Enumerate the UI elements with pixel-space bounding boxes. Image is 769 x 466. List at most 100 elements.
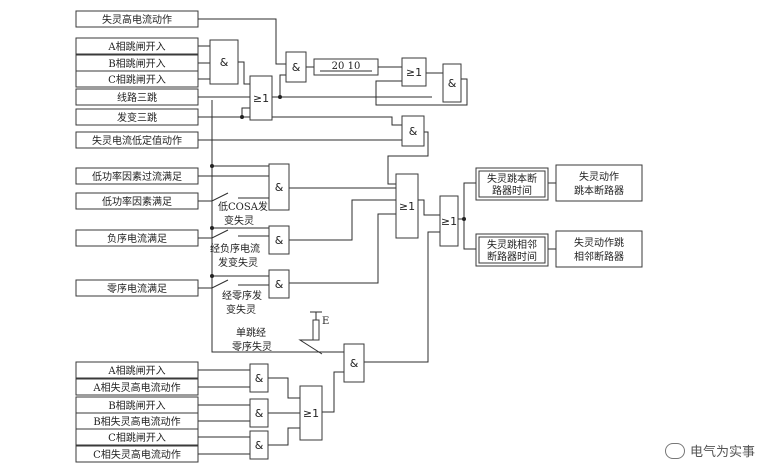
output-trip-own: 失灵动作 跳本断路器 [555, 164, 643, 202]
svg-text:&: & [255, 372, 264, 385]
svg-text:发变三跳: 发变三跳 [117, 111, 157, 124]
svg-text:&: & [255, 407, 264, 420]
svg-text:A相失灵高电流动作: A相失灵高电流动作 [92, 381, 180, 394]
input-lose-low-current: 失灵电流低定值动作 [75, 131, 199, 149]
svg-text:低功率因素过流满足: 低功率因素过流满足 [92, 170, 182, 183]
watermark-text: 电气为实事 [689, 445, 755, 460]
output-boxes: 失灵动作 跳本断路器 失灵动作跳 相邻断路器 [555, 164, 643, 268]
and-gate-neg-seq: & [268, 225, 290, 255]
svg-text:失灵电流低定值动作: 失灵电流低定值动作 [92, 134, 182, 147]
svg-text:失灵动作跳: 失灵动作跳 [574, 236, 624, 249]
switch-label-low-cos-1: 低COSA发 [218, 200, 268, 213]
or-gate-out: ≥1 [439, 195, 459, 247]
svg-text:B相失灵高电流动作: B相失灵高电流动作 [93, 415, 180, 428]
svg-text:&: & [275, 234, 284, 247]
svg-text:低功率因素满足: 低功率因素满足 [102, 195, 172, 208]
or-gate-big: ≥1 [395, 173, 419, 239]
or-gate-2: ≥1 [401, 57, 427, 87]
switch-label-zero-seq-1: 经零序发 [222, 289, 262, 302]
svg-text:失灵高电流动作: 失灵高电流动作 [102, 13, 172, 26]
input-zero-seq: 零序电流满足 [75, 279, 199, 297]
svg-text:&: & [448, 77, 457, 90]
svg-text:≥1: ≥1 [303, 407, 319, 420]
input-c-trip-2: C相跳闸开入 [75, 428, 199, 446]
input-low-pf-current: 低功率因素过流满足 [75, 167, 199, 185]
svg-text:20 10: 20 10 [332, 61, 361, 72]
delay-adjacent-breaker: 失灵跳相邻 断路器时间 [475, 233, 549, 267]
svg-text:&: & [275, 278, 284, 291]
svg-text:≥1: ≥1 [399, 200, 415, 213]
svg-text:&: & [292, 61, 301, 74]
timer-block: 20 10 [313, 58, 379, 76]
input-low-pf: 低功率因素满足 [75, 192, 199, 210]
wires [198, 18, 556, 455]
switch-labels: 低COSA发 变失灵 经负序电流 发变失灵 经零序发 变失灵 单跳经 零序失灵 [210, 200, 272, 353]
svg-text:跳本断路器: 跳本断路器 [574, 184, 624, 197]
wechat-icon [664, 442, 685, 459]
switch-label-zero-seq-2: 变失灵 [226, 303, 256, 316]
switch-label-low-cos-2: 变失灵 [224, 214, 254, 227]
or-gate-abc: ≥1 [299, 385, 323, 441]
svg-text:&: & [255, 439, 264, 452]
input-b-trip-2: B相跳闸开入 [75, 396, 199, 414]
or-gate-1: ≥1 [249, 75, 273, 121]
svg-text:相邻断路器: 相邻断路器 [574, 250, 624, 263]
and-gate-b: & [249, 398, 269, 428]
watermark: 电气为实事 [664, 441, 755, 460]
svg-text:&: & [350, 357, 359, 370]
and-gate-c: & [249, 430, 269, 460]
input-b-trip: B相跳闸开入 [75, 54, 199, 72]
svg-text:B相跳闸开入: B相跳闸开入 [108, 399, 165, 412]
input-lose-high-current: 失灵高电流动作 [75, 10, 199, 28]
svg-text:断路器时间: 断路器时间 [487, 250, 537, 263]
input-xfmr-three-trip: 发变三跳 [75, 108, 199, 126]
input-a-lose-high: A相失灵高电流动作 [75, 378, 199, 396]
and-gate-zero-seq: & [268, 269, 290, 299]
and-gate-low-current: & [401, 115, 425, 147]
and-gate-single-trip: & [343, 343, 365, 383]
switch-label-single-trip-2: 零序失灵 [232, 340, 272, 353]
and-gate-right: & [442, 63, 462, 103]
input-b-lose-high: B相失灵高电流动作 [75, 412, 199, 430]
svg-text:C相跳闸开入: C相跳闸开入 [108, 73, 166, 86]
and-gate-low-pf: & [268, 163, 290, 211]
delay-own-breaker: 失灵跳本断 路器时间 [475, 167, 549, 201]
svg-text:路器时间: 路器时间 [492, 184, 532, 197]
svg-text:B相跳闸开入: B相跳闸开入 [108, 57, 165, 70]
svg-text:C相跳闸开入: C相跳闸开入 [108, 431, 166, 444]
svg-text:&: & [409, 125, 418, 138]
svg-text:负序电流满足: 负序电流满足 [107, 232, 167, 245]
input-c-lose-high: C相失灵高电流动作 [75, 445, 199, 463]
svg-text:失灵动作: 失灵动作 [579, 170, 619, 183]
input-a-trip: A相跳闸开入 [75, 37, 199, 55]
delay-boxes: 失灵跳本断 路器时间 失灵跳相邻 断路器时间 [475, 167, 549, 267]
svg-text:A相跳闸开入: A相跳闸开入 [107, 364, 165, 377]
switch-label-single-trip-1: 单跳经 [236, 326, 266, 339]
input-boxes: 失灵高电流动作 A相跳闸开入 B相跳闸开入 C相跳闸开入 线路三跳 发变三跳 失… [75, 10, 199, 463]
switch-label-neg-seq-2: 发变失灵 [218, 256, 258, 269]
svg-text:A相跳闸开入: A相跳闸开入 [107, 40, 165, 53]
svg-text:&: & [275, 181, 284, 194]
input-c-trip: C相跳闸开入 [75, 70, 199, 88]
and-gate-abc: & [209, 39, 239, 85]
svg-text:失灵跳本断: 失灵跳本断 [487, 172, 537, 185]
svg-text:&: & [220, 56, 229, 69]
input-neg-seq: 负序电流满足 [75, 229, 199, 247]
output-trip-adjacent: 失灵动作跳 相邻断路器 [555, 230, 643, 268]
svg-text:线路三跳: 线路三跳 [117, 91, 157, 104]
gates: & ≥1 & ≥1 & & & & & ≥1 ≥1 & & & & ≥ [209, 39, 462, 460]
svg-text:≥1: ≥1 [253, 92, 269, 105]
input-line-three-trip: 线路三跳 [75, 88, 199, 106]
e-terminal: E [310, 311, 329, 341]
input-a-trip-2: A相跳闸开入 [75, 361, 199, 379]
svg-text:E: E [322, 316, 329, 327]
junction-dots [210, 95, 466, 278]
and-gate-a: & [249, 363, 269, 393]
svg-text:零序电流满足: 零序电流满足 [107, 282, 167, 295]
svg-text:失灵跳相邻: 失灵跳相邻 [487, 238, 537, 251]
and-gate-top: & [285, 51, 307, 83]
svg-text:C相失灵高电流动作: C相失灵高电流动作 [93, 448, 181, 461]
svg-text:≥1: ≥1 [441, 215, 457, 228]
switch-label-neg-seq-1: 经负序电流 [210, 242, 260, 255]
